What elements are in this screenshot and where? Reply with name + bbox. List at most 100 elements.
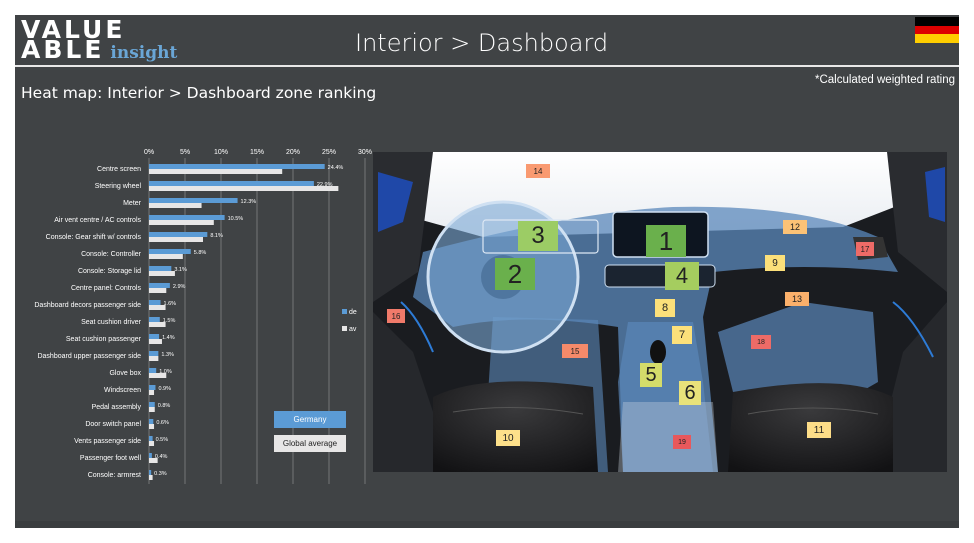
category-label: Console: Storage lid bbox=[78, 268, 141, 275]
zone-8-label: 8 bbox=[661, 302, 669, 314]
bar-de bbox=[149, 300, 161, 305]
zone-5-marker: 5 bbox=[640, 363, 662, 387]
zone-2-marker: 2 bbox=[495, 258, 535, 290]
data-label: 8.1% bbox=[210, 233, 223, 239]
zone-15-marker: 15 bbox=[562, 344, 588, 358]
zone-9-marker: 9 bbox=[765, 255, 785, 271]
data-label: 1.6% bbox=[164, 301, 177, 307]
legend-germany-label: Germany bbox=[293, 415, 327, 424]
zone-7-label: 7 bbox=[678, 329, 686, 341]
bar-de bbox=[149, 453, 152, 458]
footer-strip bbox=[15, 521, 959, 528]
category-label: Passenger foot well bbox=[80, 455, 142, 462]
category-label: Seat cushion passenger bbox=[66, 336, 142, 343]
germany-flag-icon bbox=[915, 17, 959, 43]
flag-stripe-gold bbox=[915, 34, 959, 43]
bar-av bbox=[149, 220, 214, 225]
zone-3-marker: 3 bbox=[518, 221, 558, 251]
x-tick-label: 20% bbox=[286, 149, 300, 156]
bar-av bbox=[149, 339, 162, 344]
zone-18-marker: 18 bbox=[751, 335, 771, 349]
data-label: 12.3% bbox=[241, 199, 257, 205]
zone-2-label: 2 bbox=[507, 258, 523, 289]
zone-13-label: 13 bbox=[791, 294, 802, 304]
zone-15-label: 15 bbox=[570, 346, 580, 356]
flag-stripe-black bbox=[915, 17, 959, 26]
zone-14-label: 14 bbox=[533, 166, 543, 176]
bar-av bbox=[149, 475, 153, 480]
zone-18-label: 18 bbox=[757, 338, 765, 346]
bar-de bbox=[149, 164, 325, 169]
bar-de bbox=[149, 198, 238, 203]
zone-10-marker: 10 bbox=[496, 430, 520, 446]
bar-de bbox=[149, 181, 314, 186]
zone-11-label: 11 bbox=[813, 424, 825, 436]
zone-12-label: 12 bbox=[789, 222, 800, 232]
zone-1-marker: 1 bbox=[646, 225, 686, 257]
bar-av bbox=[149, 390, 155, 395]
zone-4-marker: 4 bbox=[665, 262, 699, 290]
category-label: Meter bbox=[123, 200, 142, 207]
data-label: 1.4% bbox=[162, 335, 175, 341]
legend-germany: Germany bbox=[274, 411, 346, 428]
bar-av bbox=[149, 305, 166, 310]
header-divider bbox=[15, 65, 959, 67]
bar-av bbox=[149, 271, 175, 276]
bar-de bbox=[149, 215, 225, 220]
zone-12-marker: 12 bbox=[783, 220, 807, 234]
category-label: Glove box bbox=[109, 370, 141, 377]
zone-9-label: 9 bbox=[772, 257, 778, 269]
bar-av bbox=[149, 203, 202, 208]
data-label: 1.0% bbox=[159, 369, 172, 375]
bar-de bbox=[149, 249, 191, 254]
bar-de bbox=[149, 283, 170, 288]
x-tick-label: 30% bbox=[358, 149, 372, 156]
zone-6-marker: 6 bbox=[679, 381, 701, 405]
legend-entry-av: av bbox=[349, 326, 357, 333]
bar-av bbox=[149, 186, 339, 191]
zone-16-marker: 16 bbox=[387, 309, 405, 323]
zone-19-marker: 19 bbox=[673, 435, 691, 449]
weighted-rating-note: *Calculated weighted rating bbox=[814, 74, 955, 86]
zone-10-label: 10 bbox=[502, 432, 514, 444]
zone-3-label: 3 bbox=[531, 222, 545, 249]
data-label: 1.5% bbox=[163, 318, 176, 324]
zone-16-label: 16 bbox=[391, 311, 401, 321]
category-label: Air vent centre / AC controls bbox=[54, 217, 141, 224]
data-label: 0.3% bbox=[154, 471, 167, 477]
data-label: 0.4% bbox=[155, 454, 168, 460]
data-label: 24.4% bbox=[328, 165, 344, 171]
bar-av bbox=[149, 356, 159, 361]
category-label: Dashboard decors passenger side bbox=[34, 302, 141, 309]
legend-global-average: Global average bbox=[274, 435, 346, 452]
bar-av bbox=[149, 373, 167, 378]
x-tick-label: 0% bbox=[144, 149, 154, 156]
zone-17-marker: 17 bbox=[856, 242, 874, 256]
category-label: Steering wheel bbox=[95, 183, 142, 190]
zone-17-label: 17 bbox=[860, 244, 870, 254]
data-label: 2.9% bbox=[173, 284, 186, 290]
data-label: 5.8% bbox=[194, 250, 207, 256]
category-label: Console: armrest bbox=[88, 472, 141, 479]
data-label: 10.5% bbox=[228, 216, 244, 222]
bar-av bbox=[149, 441, 155, 446]
brand-line2: ABLE bbox=[21, 35, 105, 64]
data-label: 0.5% bbox=[156, 437, 169, 443]
x-tick-label: 25% bbox=[322, 149, 336, 156]
bar-av bbox=[149, 237, 203, 242]
bar-av bbox=[149, 322, 166, 327]
page-title: Interior > Dashboard bbox=[355, 29, 609, 57]
data-label: 0.8% bbox=[158, 403, 171, 409]
heatmap-subtitle: Heat map: Interior > Dashboard zone rank… bbox=[21, 84, 377, 102]
zone-1-label: 1 bbox=[658, 225, 674, 256]
bar-de bbox=[149, 317, 160, 322]
car-interior-photo: 1 2 3 4 5 6 7 8 9 10 11 12 13 14 15 16 1… bbox=[373, 152, 947, 472]
bar-de bbox=[149, 334, 160, 339]
bar-av bbox=[149, 288, 167, 293]
bar-de bbox=[149, 385, 156, 390]
x-tick-label: 15% bbox=[250, 149, 264, 156]
bar-av bbox=[149, 169, 283, 174]
x-tick-label: 5% bbox=[180, 149, 190, 156]
